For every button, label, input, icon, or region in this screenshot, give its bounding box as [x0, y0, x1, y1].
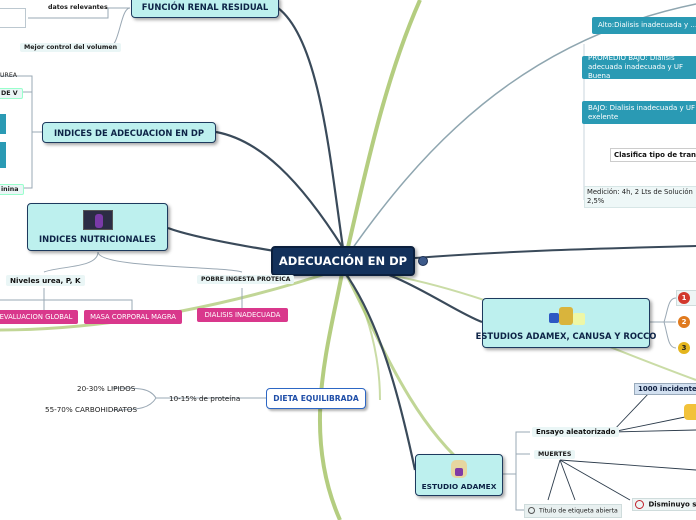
incidentes-label[interactable]: 1000 incidentes — [634, 383, 696, 395]
inina-label[interactable]: inina — [0, 184, 24, 195]
topic-indices-adecuacion[interactable]: INDICES DE ADECUACION EN DP — [42, 122, 216, 143]
evaluacion-global-node[interactable]: EVALUACION GLOBAL — [0, 310, 78, 324]
badge-three[interactable]: 3 — [678, 342, 690, 354]
topic-estudios[interactable]: ESTUDIOS ADAMEX, CANUSA Y ROCCO — [482, 298, 650, 348]
topic-estudio-adamex-label: ESTUDIO ADAMEX — [422, 482, 497, 491]
datos-relevantes-label[interactable]: datos relevantes — [48, 4, 108, 11]
mejor-control-label[interactable]: Mejor control del volumen — [20, 43, 121, 52]
topic-indices-nutricionales-label: INDICES NUTRICIONALES — [39, 234, 156, 244]
ensayo-label[interactable]: Ensayo aleatorizado — [532, 427, 619, 437]
topic-indices-adecuacion-label: INDICES DE ADECUACION EN DP — [54, 128, 204, 138]
badge-one[interactable]: 1 — [678, 292, 690, 304]
teal-block-2[interactable] — [0, 142, 6, 168]
niveles-label[interactable]: Niveles urea, P, K — [6, 275, 85, 286]
badge-two[interactable]: 2 — [678, 316, 690, 328]
teal-block-1[interactable] — [0, 114, 6, 134]
disminuyo-label[interactable]: Disminuyo s... — [632, 498, 696, 511]
white-box-left[interactable] — [0, 8, 26, 28]
stop-icon — [635, 500, 644, 509]
alto-node[interactable]: Alto:Dialisis inadecuada y ... — [592, 17, 696, 34]
muertes-label[interactable]: MUERTES — [534, 450, 575, 459]
de-v-label[interactable]: DE V — [0, 88, 23, 99]
hand-icon[interactable] — [684, 404, 696, 420]
nutrition-avatar-icon — [83, 210, 113, 230]
topic-dieta-equilibrada[interactable]: DIETA EQUILIBRADA — [266, 388, 366, 409]
carbohidratos-label[interactable]: 55-70% CARBOHIDRATOS — [45, 405, 137, 414]
promedio-bajo-node[interactable]: PROMEDIO BAJO: Dialisis adecuada inadecu… — [582, 56, 696, 79]
central-topic-label: ADECUACIÓN EN DP — [279, 254, 407, 268]
topic-estudios-label: ESTUDIOS ADAMEX, CANUSA Y ROCCO — [476, 331, 657, 341]
urea-label[interactable]: UREA — [0, 72, 17, 79]
topic-dieta-label: DIETA EQUILIBRADA — [273, 394, 358, 403]
topic-indices-nutricionales[interactable]: INDICES NUTRICIONALES — [27, 203, 168, 251]
masa-corporal-node[interactable]: MASA CORPORAL MAGRA — [84, 310, 182, 324]
magnifier-icon — [528, 507, 535, 514]
lipidos-label[interactable]: 20-30% LIPIDOS — [77, 384, 135, 393]
etiqueta-label[interactable]: Título de etiqueta abierta — [524, 504, 622, 518]
topic-funcion-renal-label: FUNCIÓN RENAL RESIDUAL — [142, 2, 268, 12]
character-icon — [451, 460, 467, 478]
medicion-label[interactable]: Medición: 4h, 2 Lts de Solución 2,5% — [584, 186, 696, 208]
topic-funcion-renal[interactable]: FUNCIÓN RENAL RESIDUAL — [131, 0, 279, 18]
dialisis-inadecuada-node[interactable]: DIALISIS INADECUADA — [197, 308, 288, 322]
link-icon[interactable] — [418, 256, 428, 266]
topic-estudio-adamex[interactable]: ESTUDIO ADAMEX — [415, 454, 503, 496]
pobre-ingesta-label[interactable]: POBRE INGESTA PROTEICA — [197, 275, 294, 284]
bajo-node[interactable]: BAJO: Dialisis inadecuada y UF exelente — [582, 101, 696, 124]
proteina-label[interactable]: 10-15% de proteína — [169, 394, 240, 403]
clasifica-label[interactable]: Clasifica tipo de transporte — [610, 148, 696, 162]
superhero-icon — [545, 305, 587, 327]
central-topic[interactable]: ADECUACIÓN EN DP — [271, 246, 415, 276]
